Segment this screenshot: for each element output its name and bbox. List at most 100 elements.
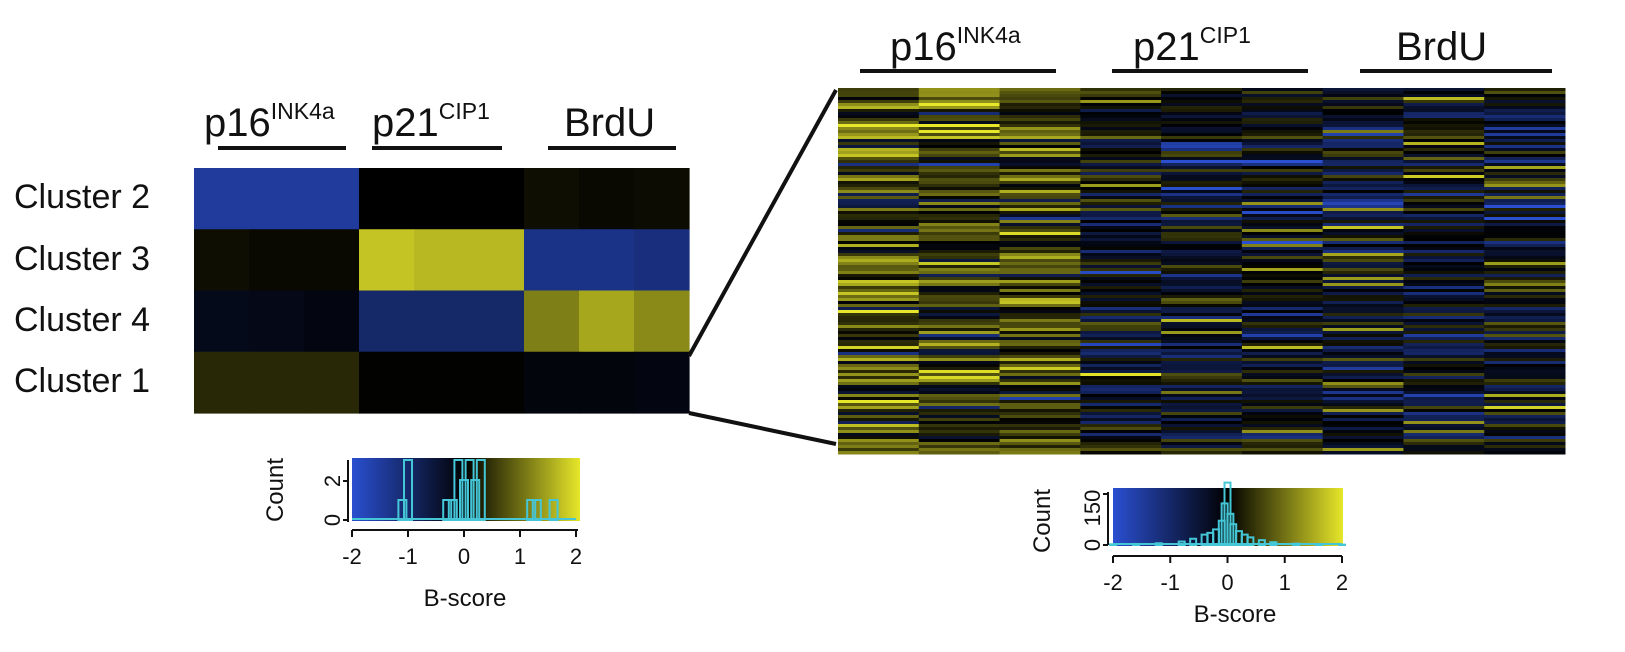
heatmap-cell <box>1241 103 1324 107</box>
heatmap-cell <box>1080 178 1162 182</box>
heatmap-cell <box>999 262 1081 266</box>
heatmap-cell <box>634 351 690 414</box>
heatmap-cell <box>1241 433 1324 437</box>
heatmap-cell <box>1322 193 1404 197</box>
heatmap-cell <box>999 115 1081 119</box>
heatmap-cell <box>1322 115 1404 119</box>
heatmap-cell <box>1403 364 1485 368</box>
heatmap-cell <box>918 115 1001 119</box>
heatmap-cell <box>1080 421 1162 425</box>
heatmap-cell <box>1161 376 1243 380</box>
heatmap-cell <box>1161 328 1243 332</box>
row-label: Cluster 1 <box>14 362 150 400</box>
heatmap-cell <box>1484 277 1566 281</box>
heatmap-cell <box>918 241 1001 245</box>
heatmap-cell <box>1322 157 1404 161</box>
heatmap-cell <box>838 346 920 350</box>
heatmap-cell <box>1484 406 1566 410</box>
heatmap-cell <box>1403 112 1485 116</box>
heatmap-cell <box>1241 331 1324 335</box>
heatmap-cell <box>1161 217 1243 221</box>
heatmap-cell <box>838 181 920 185</box>
heatmap-cell <box>1322 136 1404 140</box>
heatmap-cell <box>918 421 1001 425</box>
heatmap-cell <box>1403 448 1485 452</box>
heatmap-cell <box>1403 370 1485 374</box>
heatmap-cell <box>838 115 920 119</box>
heatmap-cell <box>1241 367 1324 371</box>
heatmap-cell <box>1241 178 1324 182</box>
heatmap-cell <box>838 277 920 281</box>
heatmap-cell <box>838 379 920 383</box>
heatmap-cell <box>1403 196 1485 200</box>
heatmap-cell <box>838 259 920 263</box>
heatmap-cell <box>1161 271 1243 275</box>
heatmap-cell <box>999 220 1081 224</box>
heatmap-cell <box>1080 376 1162 380</box>
heatmap-cell <box>1080 292 1162 296</box>
heatmap-cell <box>918 385 1001 389</box>
heatmap-cell <box>1241 163 1324 167</box>
heatmap-cell <box>1484 367 1566 371</box>
heatmap-cell <box>1403 235 1485 239</box>
heatmap-cell <box>1403 376 1485 380</box>
right-key-ytick-label: 0 <box>1080 539 1105 551</box>
heatmap-cell <box>918 325 1001 329</box>
heatmap-cell <box>838 298 920 302</box>
heatmap-cell <box>1322 313 1404 317</box>
heatmap-cell <box>918 448 1001 452</box>
heatmap-cell <box>918 355 1001 359</box>
heatmap-cell <box>1241 322 1324 326</box>
heatmap-cell <box>1484 415 1566 419</box>
right-key-ytick-label: 150 <box>1080 490 1105 527</box>
heatmap-cell <box>1322 328 1404 332</box>
heatmap-cell <box>1080 394 1162 398</box>
heatmap-cell <box>1080 205 1162 209</box>
heatmap-cell <box>918 370 1001 374</box>
key-xtick-label: 0 <box>1221 570 1233 595</box>
heatmap-cell <box>1484 412 1566 416</box>
heatmap-cell <box>918 184 1001 188</box>
heatmap-cell <box>1322 433 1404 437</box>
heatmap-cell <box>1322 391 1404 395</box>
heatmap-cell <box>918 91 1001 95</box>
heatmap-cell <box>838 109 920 113</box>
heatmap-cell <box>999 172 1081 176</box>
heatmap-cell <box>1080 244 1162 248</box>
heatmap-cell <box>918 124 1001 128</box>
heatmap-cell <box>918 403 1001 407</box>
heatmap-cell <box>1241 142 1324 146</box>
heatmap-cell <box>1241 391 1324 395</box>
heatmap-cell <box>1322 382 1404 386</box>
heatmap-cell <box>1161 268 1243 272</box>
heatmap-cell <box>1241 175 1324 179</box>
heatmap-cell <box>918 175 1001 179</box>
heatmap-cell <box>838 286 920 290</box>
heatmap-cell <box>1484 379 1566 383</box>
heatmap-cell <box>838 319 920 323</box>
heatmap-cell <box>1403 421 1485 425</box>
heatmap-cell <box>1161 310 1243 314</box>
heatmap-cell <box>918 250 1001 254</box>
heatmap-cell <box>838 211 920 215</box>
heatmap-cell <box>1322 397 1404 401</box>
heatmap-cell <box>1241 166 1324 170</box>
heatmap-cell <box>1080 364 1162 368</box>
heatmap-cell <box>1161 352 1243 356</box>
heatmap-cell <box>1241 193 1324 197</box>
heatmap-cell <box>1322 421 1404 425</box>
heatmap-cell <box>1403 118 1485 122</box>
heatmap-cell <box>1241 217 1324 221</box>
heatmap-cell <box>838 427 920 431</box>
heatmap-cell <box>1161 169 1243 173</box>
heatmap-cell <box>1484 280 1566 284</box>
heatmap-cell <box>1161 334 1243 338</box>
heatmap-cell <box>1484 343 1566 347</box>
heatmap-cell <box>1241 160 1324 164</box>
heatmap-cell <box>918 223 1001 227</box>
heatmap-cell <box>838 274 920 278</box>
heatmap-cell <box>1403 433 1485 437</box>
heatmap-cell <box>1080 328 1162 332</box>
heatmap-cell <box>918 286 1001 290</box>
heatmap-cell <box>1080 406 1162 410</box>
